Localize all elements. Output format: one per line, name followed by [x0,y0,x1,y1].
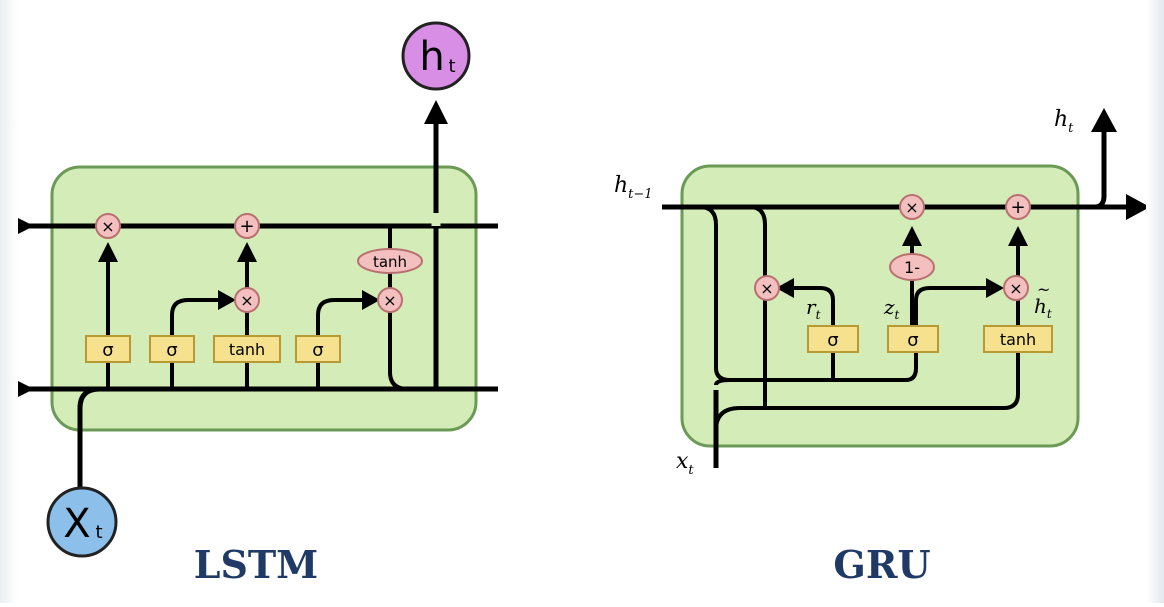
lstm-output-node-label: h [419,34,444,80]
lstm-input-node-sub: t [95,522,102,543]
lstm-output-arrow [424,100,448,124]
gru-reset-multiply-op [754,275,780,301]
lstm-gate-forget-label: σ [102,340,113,361]
gru-h-prev-label: ht−1 [614,173,653,202]
lstm-gate-output [295,335,341,363]
lstm-output-node [401,21,471,91]
lstm-forget-arrow [98,242,118,262]
gru-add-symbol: + [1010,197,1025,218]
gru-x-label: xt [676,449,694,478]
gru-update-multiply-op [899,194,925,220]
lstm-input-multiply-symbol: × [240,291,253,310]
lstm-tanh-op-label: tanh [373,253,407,271]
gru-output-arrow [1091,108,1117,132]
gru-one-minus-label: 1- [904,258,920,277]
gru-gate-candidate-label: tanh [1000,330,1036,349]
lstm-gate-input [149,335,195,363]
gru-hcand-tilde: ~ [1037,280,1050,299]
left-shadow-edge [0,0,18,603]
gru-h-out-label: ht [1054,107,1074,136]
lstm-input-multiply-op [234,287,260,313]
gru-gate-candidate [983,325,1053,353]
lstm-input-node-label: X [63,501,90,547]
gru-one-minus-op [889,253,935,281]
right-shadow-edge [1146,0,1164,603]
lstm-input-line [77,386,101,520]
gru-z-label: zt [883,295,900,322]
lstm-add-op [234,213,260,239]
gru-gate-update [887,325,939,353]
gru-hcand-label: ht [1034,294,1052,321]
gru-caption: GRU [833,542,930,587]
lstm-hidden-input-arrow [14,379,34,399]
gru-add-op [1005,194,1031,220]
lstm-gate-forget [85,335,131,363]
lstm-input-node [46,486,118,558]
gru-diagram: × + 1- × × σ σ tanh ht−1 ht [614,107,1150,587]
lstm-forget-multiply-op [95,213,121,239]
lstm-gate-candidate-label: tanh [229,340,265,359]
lstm-forget-multiply-symbol: × [101,217,114,236]
gru-r-label: rt [806,295,821,322]
lstm-caption: LSTM [194,542,319,587]
gru-candidate-multiply-op [1003,275,1029,301]
lstm-output-multiply-symbol: × [383,291,396,310]
lstm-gate-output-label: σ [312,340,323,361]
lstm-output-multiply-op [377,287,403,313]
gru-gate-reset-label: σ [827,330,838,351]
lstm-diagram: × + × × tanh σ σ tanh σ h t X [14,21,498,587]
lstm-gate-candidate [213,335,281,363]
gru-gate-reset [807,325,859,353]
gru-hidden-output-arrow [1126,194,1150,220]
lstm-cell-state-input-arrow [14,216,34,236]
gru-candidate-multiply-symbol: × [1009,279,1022,298]
lstm-add-symbol: + [239,216,254,237]
lstm-cell-box [50,165,478,432]
gru-cell-box [680,164,1080,448]
gru-update-multiply-symbol: × [905,198,918,217]
gru-reset-multiply-symbol: × [760,279,773,298]
lstm-output-node-sub: t [448,56,455,77]
gru-gate-update-label: σ [907,330,918,351]
lstm-tanh-op [357,248,423,274]
lstm-gate-input-label: σ [166,340,177,361]
